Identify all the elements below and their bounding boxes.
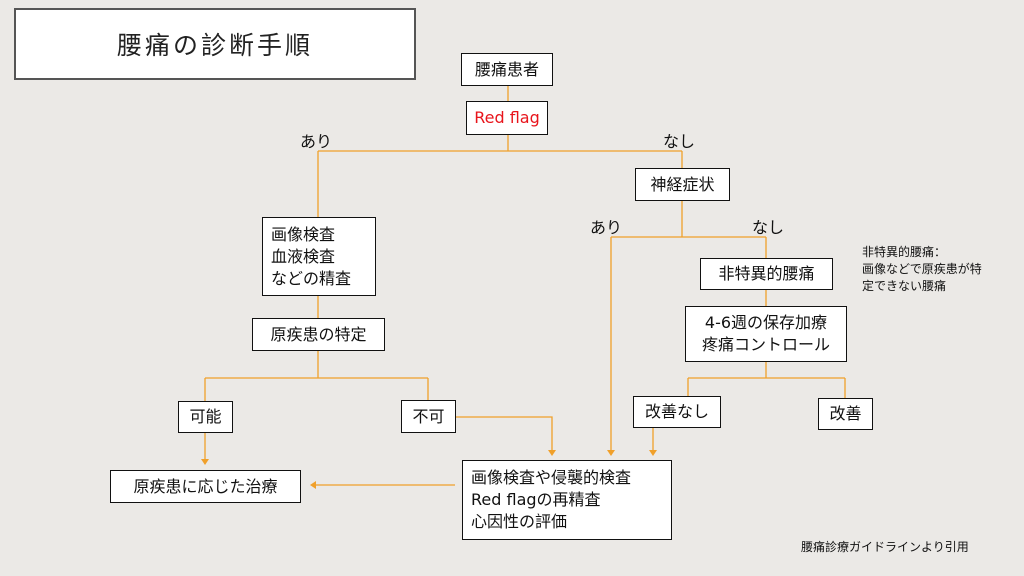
further-line-1: 画像検査や侵襲的検査 <box>471 468 632 487</box>
arrow-neuro-yes-further <box>607 450 615 456</box>
node-impossible: 不可 <box>401 400 456 433</box>
note-line-1: 非特異的腰痛： <box>862 245 947 259</box>
node-red-flag: Red flag <box>466 101 548 135</box>
note-line-2: 画像などで原疾患が特 <box>862 262 982 276</box>
node-patient: 腰痛患者 <box>461 53 553 86</box>
node-no-improvement: 改善なし <box>633 396 721 428</box>
arrow-no-improve-further <box>649 450 657 456</box>
node-neuro-symptoms: 神経症状 <box>635 168 730 201</box>
workup-line-2: 血液検査 <box>271 246 336 266</box>
conservative-line-2: 疼痛コントロール <box>701 335 830 354</box>
node-further-workup: 画像検査や侵襲的検査 Red flagの再精査 心因性の評価 <box>462 460 672 540</box>
arrow-to-treatment <box>201 459 209 465</box>
arrow-further-treatment <box>310 481 316 489</box>
label-neuro-no: なし <box>752 218 785 237</box>
page-title: 腰痛の診断手順 <box>14 8 416 80</box>
node-improvement: 改善 <box>818 398 873 430</box>
node-possible: 可能 <box>178 401 233 433</box>
connector-impossible-further <box>455 416 553 450</box>
citation: 腰痛診療ガイドラインより引用 <box>801 540 969 554</box>
workup-line-1: 画像検査 <box>271 224 336 244</box>
definition-note: 非特異的腰痛： 画像などで原疾患が特 定できない腰痛 <box>862 244 982 295</box>
node-conservative: 4-6週の保存加療 疼痛コントロール <box>685 306 847 362</box>
node-nonspecific: 非特異的腰痛 <box>700 258 833 290</box>
arrow-impossible-further <box>548 450 556 456</box>
workup-line-3: などの精査 <box>271 268 352 288</box>
label-neuro-yes: あり <box>590 218 623 237</box>
further-line-2: Red flagの再精査 <box>471 490 601 509</box>
further-line-3: 心因性の評価 <box>471 512 568 531</box>
note-line-3: 定できない腰痛 <box>862 279 947 293</box>
node-cause-treatment: 原疾患に応じた治療 <box>110 470 301 503</box>
node-identify-cause: 原疾患の特定 <box>252 318 385 351</box>
label-redflag-yes: あり <box>300 132 333 151</box>
label-redflag-no: なし <box>663 132 696 151</box>
node-workup: 画像検査 血液検査 などの精査 <box>262 217 376 296</box>
conservative-line-1: 4-6週の保存加療 <box>704 313 828 332</box>
